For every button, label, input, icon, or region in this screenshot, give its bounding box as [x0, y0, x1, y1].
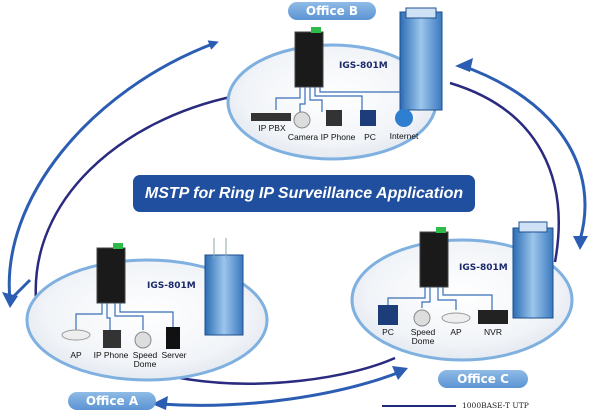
arrow-head-left	[2, 292, 18, 308]
ip-phone-icon	[103, 330, 121, 348]
ap-icon	[441, 312, 471, 324]
device-label: AP	[450, 327, 462, 337]
device-label: Internet	[389, 131, 419, 141]
legend-line-swatch	[382, 405, 456, 407]
ring-arrow-c-to-a	[159, 370, 401, 407]
pc-icon	[360, 110, 376, 126]
office-b-label: Office B	[288, 2, 376, 20]
device-label: IP Phone	[320, 132, 356, 142]
internet-icon	[395, 109, 413, 127]
office-a-switch-icon	[96, 243, 126, 304]
nvr-icon	[478, 310, 508, 324]
ap-icon	[61, 329, 91, 341]
device-label: IP Phone	[93, 350, 129, 360]
uplink-a-b	[34, 94, 236, 301]
office-a-label: Office A	[68, 392, 156, 410]
device-label: NVR	[484, 327, 502, 337]
arrow-head-top-right	[455, 58, 473, 72]
office-b-building-icon	[399, 7, 443, 111]
diagram-title: MSTP for Ring IP Surveillance Applicatio…	[133, 175, 475, 212]
office-c-building-icon	[512, 221, 554, 319]
device-label: Speed Dome	[410, 327, 436, 346]
office-a-device-links	[75, 303, 174, 330]
device-label: PC	[382, 327, 394, 337]
speed-dome-icon	[413, 309, 431, 327]
office-a-switch-model: IGS-801M	[147, 281, 196, 291]
office-b-device-links	[275, 87, 403, 112]
office-b-switch-model: IGS-801M	[339, 61, 388, 71]
office-c-label: Office C	[438, 370, 528, 388]
ring-arrow-b-to-c	[459, 63, 587, 241]
device-label: AP	[70, 350, 82, 360]
camera-icon	[293, 111, 311, 129]
legend-label: 1000BASE-T UTP	[462, 401, 529, 410]
pc-icon	[378, 305, 398, 325]
office-c-device-links	[387, 287, 493, 310]
office-c-switch-model: IGS-801M	[459, 263, 508, 273]
ip-phone-icon	[326, 110, 342, 126]
office-b-switch-icon	[294, 27, 324, 88]
device-label: IP PBX	[258, 123, 286, 133]
speed-dome-icon	[134, 331, 152, 349]
device-label: PC	[364, 132, 376, 142]
uplink-b-c	[449, 81, 560, 263]
device-label: Server	[161, 350, 187, 360]
ring-arrow-a-to-b	[7, 40, 219, 301]
office-c-switch-icon	[419, 227, 449, 288]
office-a-building-icon	[204, 238, 244, 336]
arrow-head-right	[573, 236, 588, 250]
device-label: Speed Dome	[132, 350, 158, 369]
uplink-c-a	[179, 356, 396, 385]
arrow-head-bottom-left	[152, 396, 168, 410]
server-icon	[166, 327, 180, 349]
device-label: Camera	[287, 132, 319, 142]
arrow-head-bottom-right	[392, 366, 408, 380]
ip-pbx-icon	[251, 113, 291, 121]
